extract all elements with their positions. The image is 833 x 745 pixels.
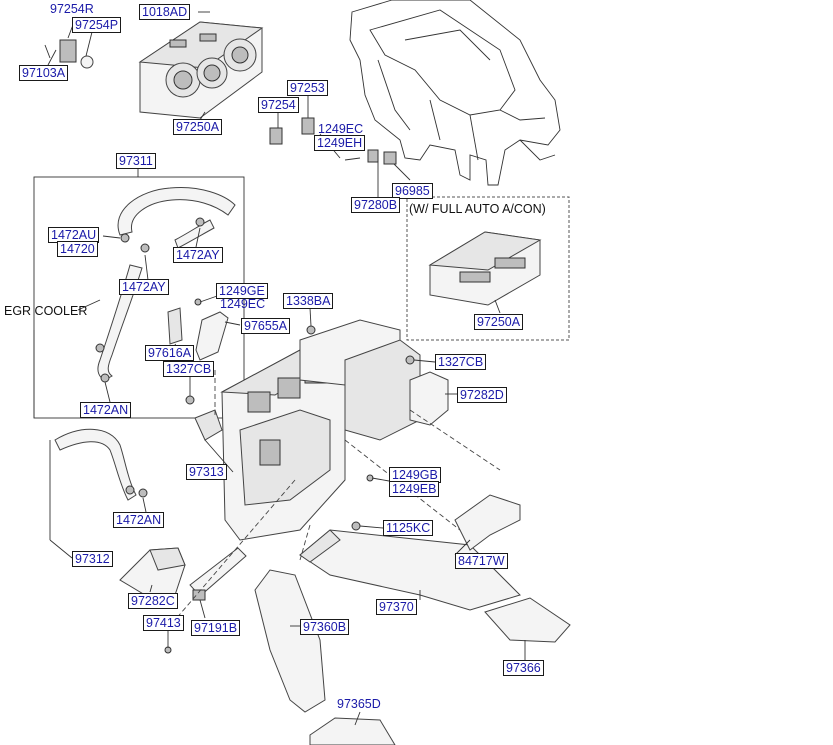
label-96985: 96985 <box>392 183 433 199</box>
label-97103A: 97103A <box>19 65 69 81</box>
label-97282C: 97282C <box>128 593 178 609</box>
switches <box>269 117 397 165</box>
label-1472AY-a: 1472AY <box>173 247 223 263</box>
full-auto-box <box>406 196 570 341</box>
label-14720: 14720 <box>57 241 98 257</box>
label-1472AN-a: 1472AN <box>80 402 132 418</box>
label-84717W: 84717W <box>455 553 508 569</box>
duct-97370 <box>299 529 521 611</box>
label-97366: 97366 <box>503 660 544 676</box>
label-1249EB: 1249EB <box>389 481 440 497</box>
label-1249EC-mid: 1249EC <box>220 297 266 311</box>
duct-97360b <box>254 569 326 713</box>
label-97280B: 97280B <box>351 197 401 213</box>
label-1338BA: 1338BA <box>283 293 334 309</box>
label-1249GE: 1249GE <box>216 283 268 299</box>
bracket-84717w <box>454 494 521 551</box>
label-97616A: 97616A <box>145 345 195 361</box>
label-97250A-top: 97250A <box>173 119 223 135</box>
heater-core <box>189 547 247 601</box>
label-1249GB: 1249GB <box>389 467 441 483</box>
label-97311: 97311 <box>116 153 156 169</box>
note-full-auto: (W/ FULL AUTO A/CON) <box>409 202 546 216</box>
heater-control-unit <box>138 21 264 119</box>
label-97250A-auto: 97250A <box>474 314 524 330</box>
leader-lines <box>33 11 526 726</box>
duct-97282c <box>119 547 186 599</box>
label-1472AY-b: 1472AY <box>119 279 169 295</box>
label-1249EC-top: 1249EC <box>318 122 364 136</box>
label-97253: 97253 <box>287 80 328 96</box>
label-97413: 97413 <box>143 615 184 631</box>
sensor-97254p <box>44 39 94 69</box>
label-1327CB-b: 1327CB <box>435 354 487 370</box>
label-1125KC: 1125KC <box>383 520 434 536</box>
label-97254: 97254 <box>258 97 299 113</box>
gaskets <box>167 307 229 441</box>
label-1327CB-a: 1327CB <box>163 361 215 377</box>
duct-97366 <box>484 597 571 643</box>
heater-unit <box>220 319 449 541</box>
label-1472AN-b: 1472AN <box>113 512 165 528</box>
label-97313: 97313 <box>186 464 227 480</box>
label-97282D: 97282D <box>457 387 507 403</box>
label-97254P: 97254P <box>72 17 122 33</box>
label-97254R: 97254R <box>50 2 94 16</box>
label-97370: 97370 <box>376 599 417 615</box>
label-97360B: 97360B <box>300 619 350 635</box>
label-1018AD: 1018AD <box>139 4 191 20</box>
body-panel <box>349 0 561 186</box>
label-97365D: 97365D <box>337 697 381 711</box>
note-egr-cooler: EGR COOLER <box>4 304 88 318</box>
label-97312: 97312 <box>72 551 113 567</box>
label-1249EH: 1249EH <box>314 135 366 151</box>
label-97655A: 97655A <box>241 318 291 334</box>
duct-97365d <box>309 717 396 745</box>
label-97191B: 97191B <box>191 620 241 636</box>
auto-control-unit <box>428 231 542 306</box>
